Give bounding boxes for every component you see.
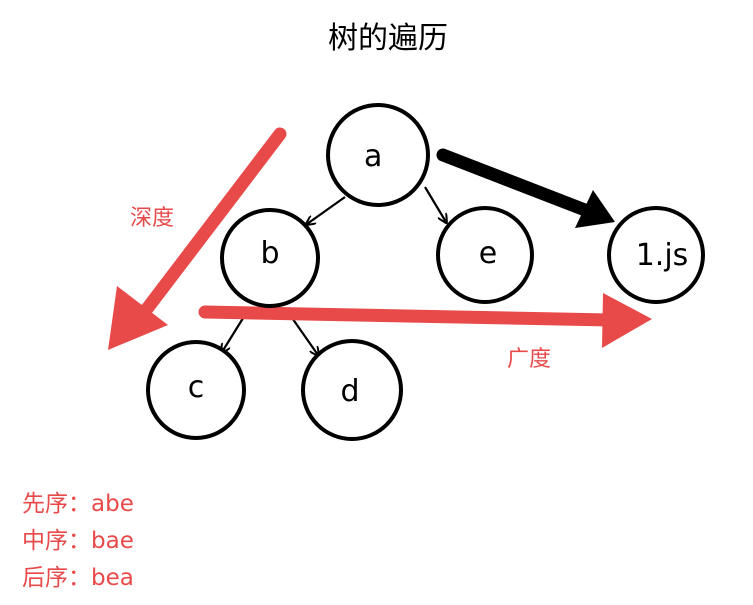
node-e-label: e — [479, 236, 497, 271]
node-d-label: d — [340, 374, 359, 409]
depth-arrow-shaft — [133, 127, 287, 325]
node-b-label: b — [260, 236, 279, 271]
edge-b-d — [289, 314, 318, 355]
node-a-label: a — [364, 139, 382, 174]
node-c: c — [146, 340, 246, 440]
depth-arrow-head — [108, 286, 168, 350]
order-inorder: 中序：bae — [22, 528, 134, 554]
breadth-arrow-head — [602, 293, 652, 348]
diagram-title: 树的遍历 — [328, 21, 448, 56]
node-js-label: 1.js — [636, 238, 689, 273]
node-js: 1.js — [607, 206, 705, 304]
breadth-label: 广度 — [507, 347, 551, 372]
edge-a-b — [307, 196, 346, 224]
arrow-to-js-head — [575, 190, 615, 228]
node-c-label: c — [188, 370, 205, 405]
breadth-arrow-shaft — [198, 305, 617, 327]
depth-label: 深度 — [130, 206, 174, 231]
node-b: b — [220, 208, 320, 308]
node-d: d — [301, 339, 403, 441]
node-e: e — [436, 206, 534, 304]
edge-b-c — [222, 314, 246, 352]
traversal-orders-list: 先序：abe 中序：bae 后序：bea — [22, 486, 134, 597]
arrow-to-js-shaft — [436, 148, 592, 217]
node-a: a — [326, 103, 430, 207]
order-preorder: 先序：abe — [22, 491, 134, 517]
order-postorder: 后序：bea — [22, 565, 134, 591]
edge-a-e — [424, 186, 446, 222]
